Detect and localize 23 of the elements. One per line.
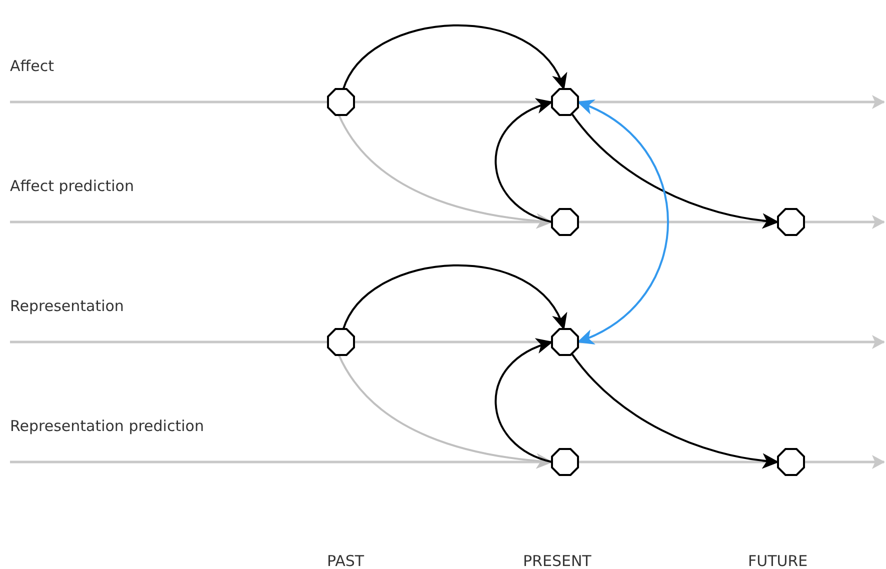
time-label: PRESENT [523, 552, 592, 569]
arrow [338, 114, 554, 229]
state-octagon [327, 88, 355, 116]
arrow [342, 264, 565, 330]
state-octagon [777, 208, 805, 236]
state-octagon [551, 208, 579, 236]
state-octagon [777, 448, 805, 476]
row-label: Representation [10, 297, 124, 315]
row-label: Affect [10, 57, 54, 75]
arrow [494, 340, 554, 463]
row-label: Representation prediction [10, 417, 204, 435]
time-label: PAST [327, 552, 364, 569]
state-octagon [551, 88, 579, 116]
time-label: FUTURE [748, 552, 808, 569]
arrow [342, 24, 565, 90]
state-octagon [551, 448, 579, 476]
arrow [570, 352, 780, 468]
state-octagon [327, 328, 355, 356]
row-label: Affect prediction [10, 177, 134, 195]
arrow [338, 354, 554, 469]
arrow [570, 112, 780, 228]
arrow [494, 100, 554, 223]
state-octagon [551, 328, 579, 356]
